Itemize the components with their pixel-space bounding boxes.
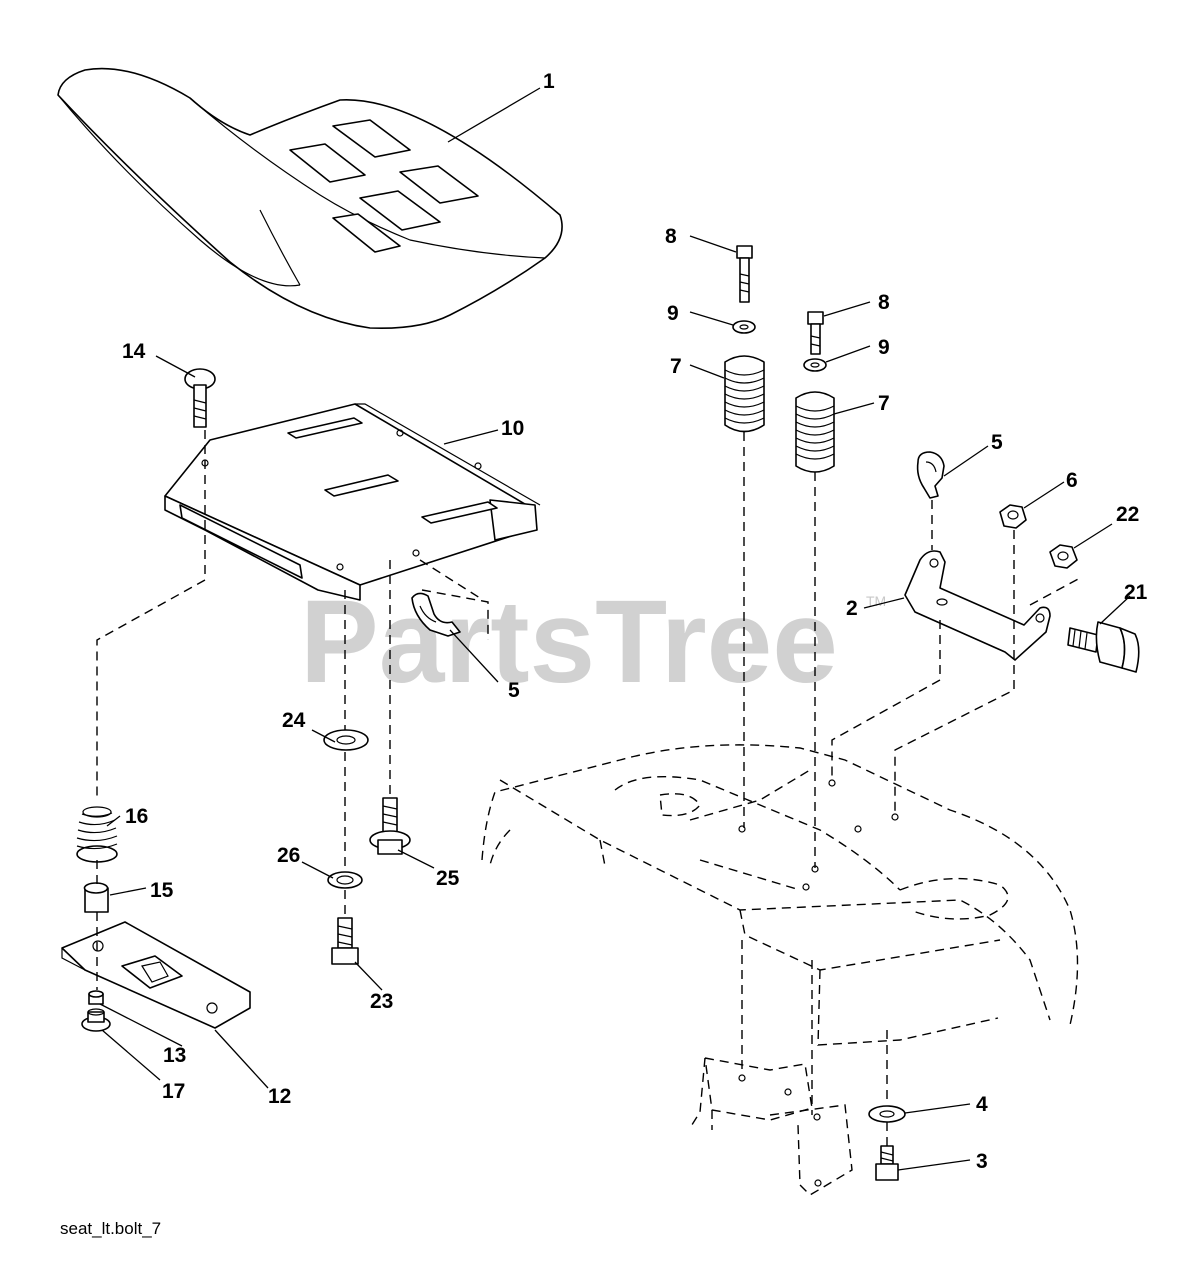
tractor-frame-reference — [481, 744, 1079, 1196]
callout-4[interactable]: 4 — [976, 1093, 988, 1116]
part-16-spring[interactable] — [76, 806, 118, 863]
watermark-trademark: TM — [866, 593, 886, 609]
part-10-seat-pan[interactable] — [164, 403, 541, 601]
part-13-nut[interactable] — [88, 990, 104, 1005]
part-25-shoulder-bolt[interactable] — [369, 797, 411, 855]
callout-5-right[interactable]: 5 — [991, 431, 1003, 454]
callout-12[interactable]: 12 — [268, 1085, 291, 1108]
callout-14[interactable]: 14 — [122, 340, 146, 363]
part-17-flange-nut[interactable] — [81, 1008, 111, 1032]
part-5-clip-left[interactable] — [411, 559, 489, 640]
callout-17[interactable]: 17 — [162, 1080, 185, 1103]
part-26-lock-washer[interactable] — [327, 871, 363, 889]
part-6-nut[interactable] — [999, 504, 1027, 529]
callout-8-right[interactable]: 8 — [878, 291, 890, 314]
callout-16[interactable]: 16 — [125, 805, 148, 828]
part-15-spacer[interactable] — [83, 882, 109, 913]
part-5-clip-right[interactable] — [916, 451, 945, 499]
part-7-spring-left[interactable] — [724, 355, 765, 433]
callout-10[interactable]: 10 — [501, 417, 524, 440]
part-1-seat[interactable] — [57, 67, 563, 330]
callout-7-left[interactable]: 7 — [670, 355, 682, 378]
part-23-bolt[interactable] — [331, 917, 359, 965]
assembly-lines — [96, 430, 1081, 1146]
callout-24[interactable]: 24 — [282, 709, 306, 732]
callout-2[interactable]: 2 — [846, 597, 858, 620]
callout-13[interactable]: 13 — [163, 1044, 186, 1067]
part-12-plate[interactable] — [61, 921, 251, 1029]
callout-3[interactable]: 3 — [976, 1150, 988, 1173]
callout-26[interactable]: 26 — [277, 844, 300, 867]
part-3-bolt[interactable] — [875, 1145, 899, 1181]
part-24-washer[interactable] — [323, 729, 369, 751]
drawing-reference: seat_lt.bolt_7 — [60, 1219, 161, 1238]
watermark-text: PartsTree — [300, 576, 838, 708]
part-21-shoulder-bolt[interactable] — [1067, 621, 1140, 673]
part-8-bolt-left[interactable] — [736, 245, 753, 303]
callout-15[interactable]: 15 — [150, 879, 174, 902]
part-4-washer[interactable] — [868, 1105, 906, 1123]
callout-22[interactable]: 22 — [1116, 503, 1139, 526]
callout-23[interactable]: 23 — [370, 990, 393, 1013]
leader-lines — [99, 87, 1131, 1171]
callout-9-right[interactable]: 9 — [878, 336, 890, 359]
callout-1[interactable]: 1 — [543, 70, 555, 93]
callouts: 1 2 3 4 5 5 6 7 7 8 8 9 9 10 12 13 14 15… — [122, 70, 1148, 1173]
callout-8-left[interactable]: 8 — [665, 225, 677, 248]
part-9-washer-right[interactable] — [803, 358, 827, 372]
part-2-bracket[interactable] — [904, 550, 1051, 661]
part-7-spring-right[interactable] — [795, 391, 835, 473]
part-14-carriage-bolt[interactable] — [184, 368, 216, 428]
callout-5-left[interactable]: 5 — [508, 679, 520, 702]
callout-7-right[interactable]: 7 — [878, 392, 890, 415]
part-9-washer-left[interactable] — [732, 320, 756, 334]
part-8-bolt-right[interactable] — [807, 311, 824, 355]
callout-9-left[interactable]: 9 — [667, 302, 679, 325]
callout-25[interactable]: 25 — [436, 867, 460, 890]
callout-6[interactable]: 6 — [1066, 469, 1078, 492]
part-22-nut[interactable] — [1049, 544, 1078, 569]
callout-21[interactable]: 21 — [1124, 581, 1148, 604]
